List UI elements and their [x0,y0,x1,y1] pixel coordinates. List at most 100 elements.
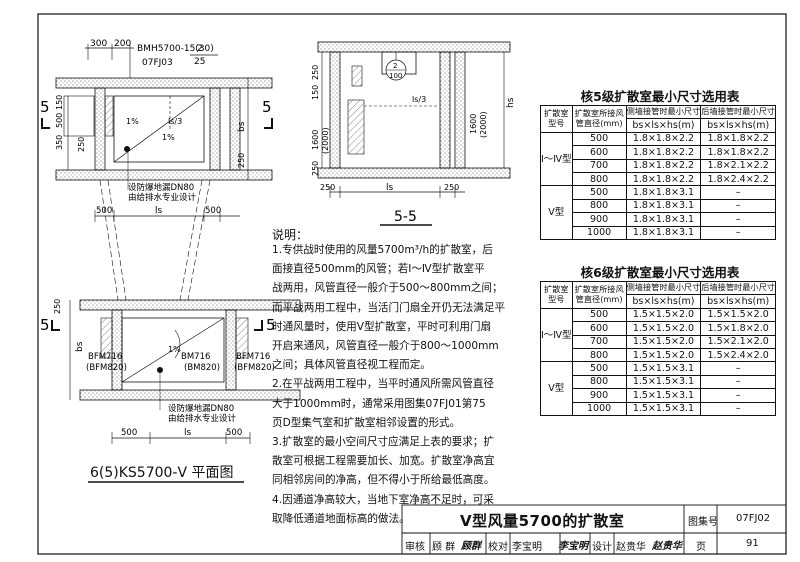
side-size-cell: 1.8×1.8×2.2 [625,145,702,160]
model-cell: Ⅴ型 [540,361,573,416]
door-left-2: (BFM820) [86,363,127,373]
note-line: 取降低通道地面标高的做法。 [272,512,410,525]
back-size-cell: 1.8×1.8×2.2 [700,145,776,160]
plan-top-dim-200: 200 [114,39,131,49]
back-size-cell: – [700,198,776,214]
section-dim-bottom-250b: 250 [444,183,459,192]
note-line: 3.扩散室的最小空间尺寸应满足上表的要求；扩 [272,436,494,448]
back-size-cell: – [700,185,776,200]
header-diameter: 扩散室所接风管直径(mm) [571,281,627,309]
plan-top-dim-350: 350 [55,135,64,150]
header-side: 侧墙接管时最小尺寸 [625,280,702,296]
plan-top-slope: 1% [126,117,139,126]
side-size-cell: 1.8×1.8×3.1 [625,198,702,214]
check-signature: 李宝明 [558,541,588,552]
review-name: 顾 群 [432,542,456,553]
header-back: 后墙接管时最小尺寸 [700,280,776,296]
note-line: 之间；具体风管直径视工程而定。 [272,359,431,372]
section-mark-left-top: 5 [40,98,50,116]
back-size-cell: 1.5×1.8×2.0 [700,321,776,336]
side-size-cell: 1.8×1.8×2.2 [625,171,702,187]
check-label: 校对 [488,542,508,553]
side-size-cell: 1.5×1.5×2.0 [625,307,702,323]
diameter-cell: 700 [571,158,627,173]
section-mark-right-bottom: 5 [266,316,276,334]
section-ls3: ls/3 [412,95,426,104]
door-right-2: (BFM820) [234,363,275,373]
section-hs: hs [506,97,516,108]
page-label: 页 [696,542,706,553]
atlas-label: 图集号 [688,517,718,528]
table-header-row: 扩散室型号扩散室所接风管直径(mm)侧墙接管时最小尺寸后墙接管时最小尺寸 [540,104,776,133]
plan-top-drain-note-1: 设防爆地漏DN80 [128,182,194,193]
diameter-cell: 600 [571,145,627,160]
ref-drawing: 07FJ03 [142,58,173,68]
section-ref-top: 2 [393,62,397,70]
plan-top-ls3: ls/3 [168,117,182,126]
section-dim-250-top: 250 [311,65,320,80]
atlas-number: 07FJ02 [736,513,771,524]
side-size-cell: 1.5×1.5×2.0 [625,321,702,336]
section-dim-2000: (2000) [321,127,330,154]
side-size-cell: 1.5×1.5×3.1 [625,374,702,390]
header-side: 侧墙接管时最小尺寸 [625,104,702,120]
note-line: 2.在平战两用工程中，当平时通风所需风管直径 [272,378,494,391]
back-size-cell: – [700,212,776,227]
review-signature: 顾群 [461,541,481,552]
unit-back: bs×ls×hs(m) [700,118,776,133]
plan-top-dim-bottom-500a: 500 [96,206,112,216]
diameter-cell: 800 [571,171,627,187]
door-right-1: BFM716 [236,352,270,362]
diameter-cell: 900 [571,388,627,403]
back-size-cell: 1.5×2.4×2.0 [700,347,776,363]
diameter-cell: 500 [571,131,627,147]
door-mid-2: (BM820) [184,363,220,373]
model-cell: Ⅰ～Ⅳ型 [540,131,573,187]
note-line: 面接直径500mm的风管；若Ⅰ～Ⅳ型扩散室平 [272,263,485,276]
check-name: 李宝明 [512,542,542,553]
note-line: 4.因通道净高较大，当地下室净高不足时，可采 [272,493,494,506]
plan-bottom-dim-ls: ls [184,428,192,438]
section-mark-left-bottom: 5 [40,316,50,334]
plan-top-dim-bottom-500b: 500 [205,206,221,216]
plan-bottom-drain-note-2: 由给排水专业设计 [168,413,237,424]
side-size-cell: 1.5×1.5×3.1 [625,388,702,403]
section-5-5: 2 100 ls/3 250 1600 (2000) 150 250 1600 … [311,41,516,226]
plan-bottom: 1% 250 bs 5 5 BFM716 (BFM820) BM716 (BM8… [40,299,301,444]
valve-label: BMH5700-15(30) [137,44,214,54]
plan-top-drain-note-2: 由给排水专业设计 [128,192,197,203]
table-header-row: 扩散室型号扩散室所接风管直径(mm)侧墙接管时最小尺寸后墙接管时最小尺寸 [540,280,776,309]
plan-top-dim-right-250: 250 [237,153,246,168]
notes-heading: 说明： [272,228,309,242]
section-dim-250-bottom: 250 [311,161,320,176]
plan-bottom-slope: 1% [168,345,181,354]
note-line: 战两用，风管直径一般介于500～800mm之间； [272,282,503,295]
note-line: 而平战两用工程中，当活门门扇全开仍无法满足平 [272,301,506,314]
section-dim-bottom-250a: 250 [320,183,335,192]
back-size-cell: 1.8×2.1×2.2 [700,158,776,173]
back-size-cell: – [700,388,776,403]
diameter-cell: 700 [571,334,627,349]
section-title: 5-5 [394,209,417,225]
door-left-1: BFM716 [88,352,122,362]
plan-top: 300 200 BMH5700-15(30) 2 25 07FJ03 1% ls… [40,39,273,222]
note-line: 页D型集气室和扩散室相邻设置的形式。 [272,416,461,429]
section-dim-150: 150 [311,85,320,100]
design-name: 赵贵华 [616,542,646,553]
back-size-cell: 1.8×1.8×2.2 [700,131,776,147]
section-dim-right-2000: (2000) [479,111,488,138]
unit-side: bs×ls×hs(m) [625,118,702,133]
drawing-title: Ⅴ型风量5700的扩散室 [460,512,625,530]
diameter-cell: 500 [571,185,627,200]
back-size-cell: – [700,374,776,390]
side-size-cell: 1.5×1.5×2.0 [625,347,702,363]
side-size-cell: 1.8×1.8×3.1 [625,225,702,240]
